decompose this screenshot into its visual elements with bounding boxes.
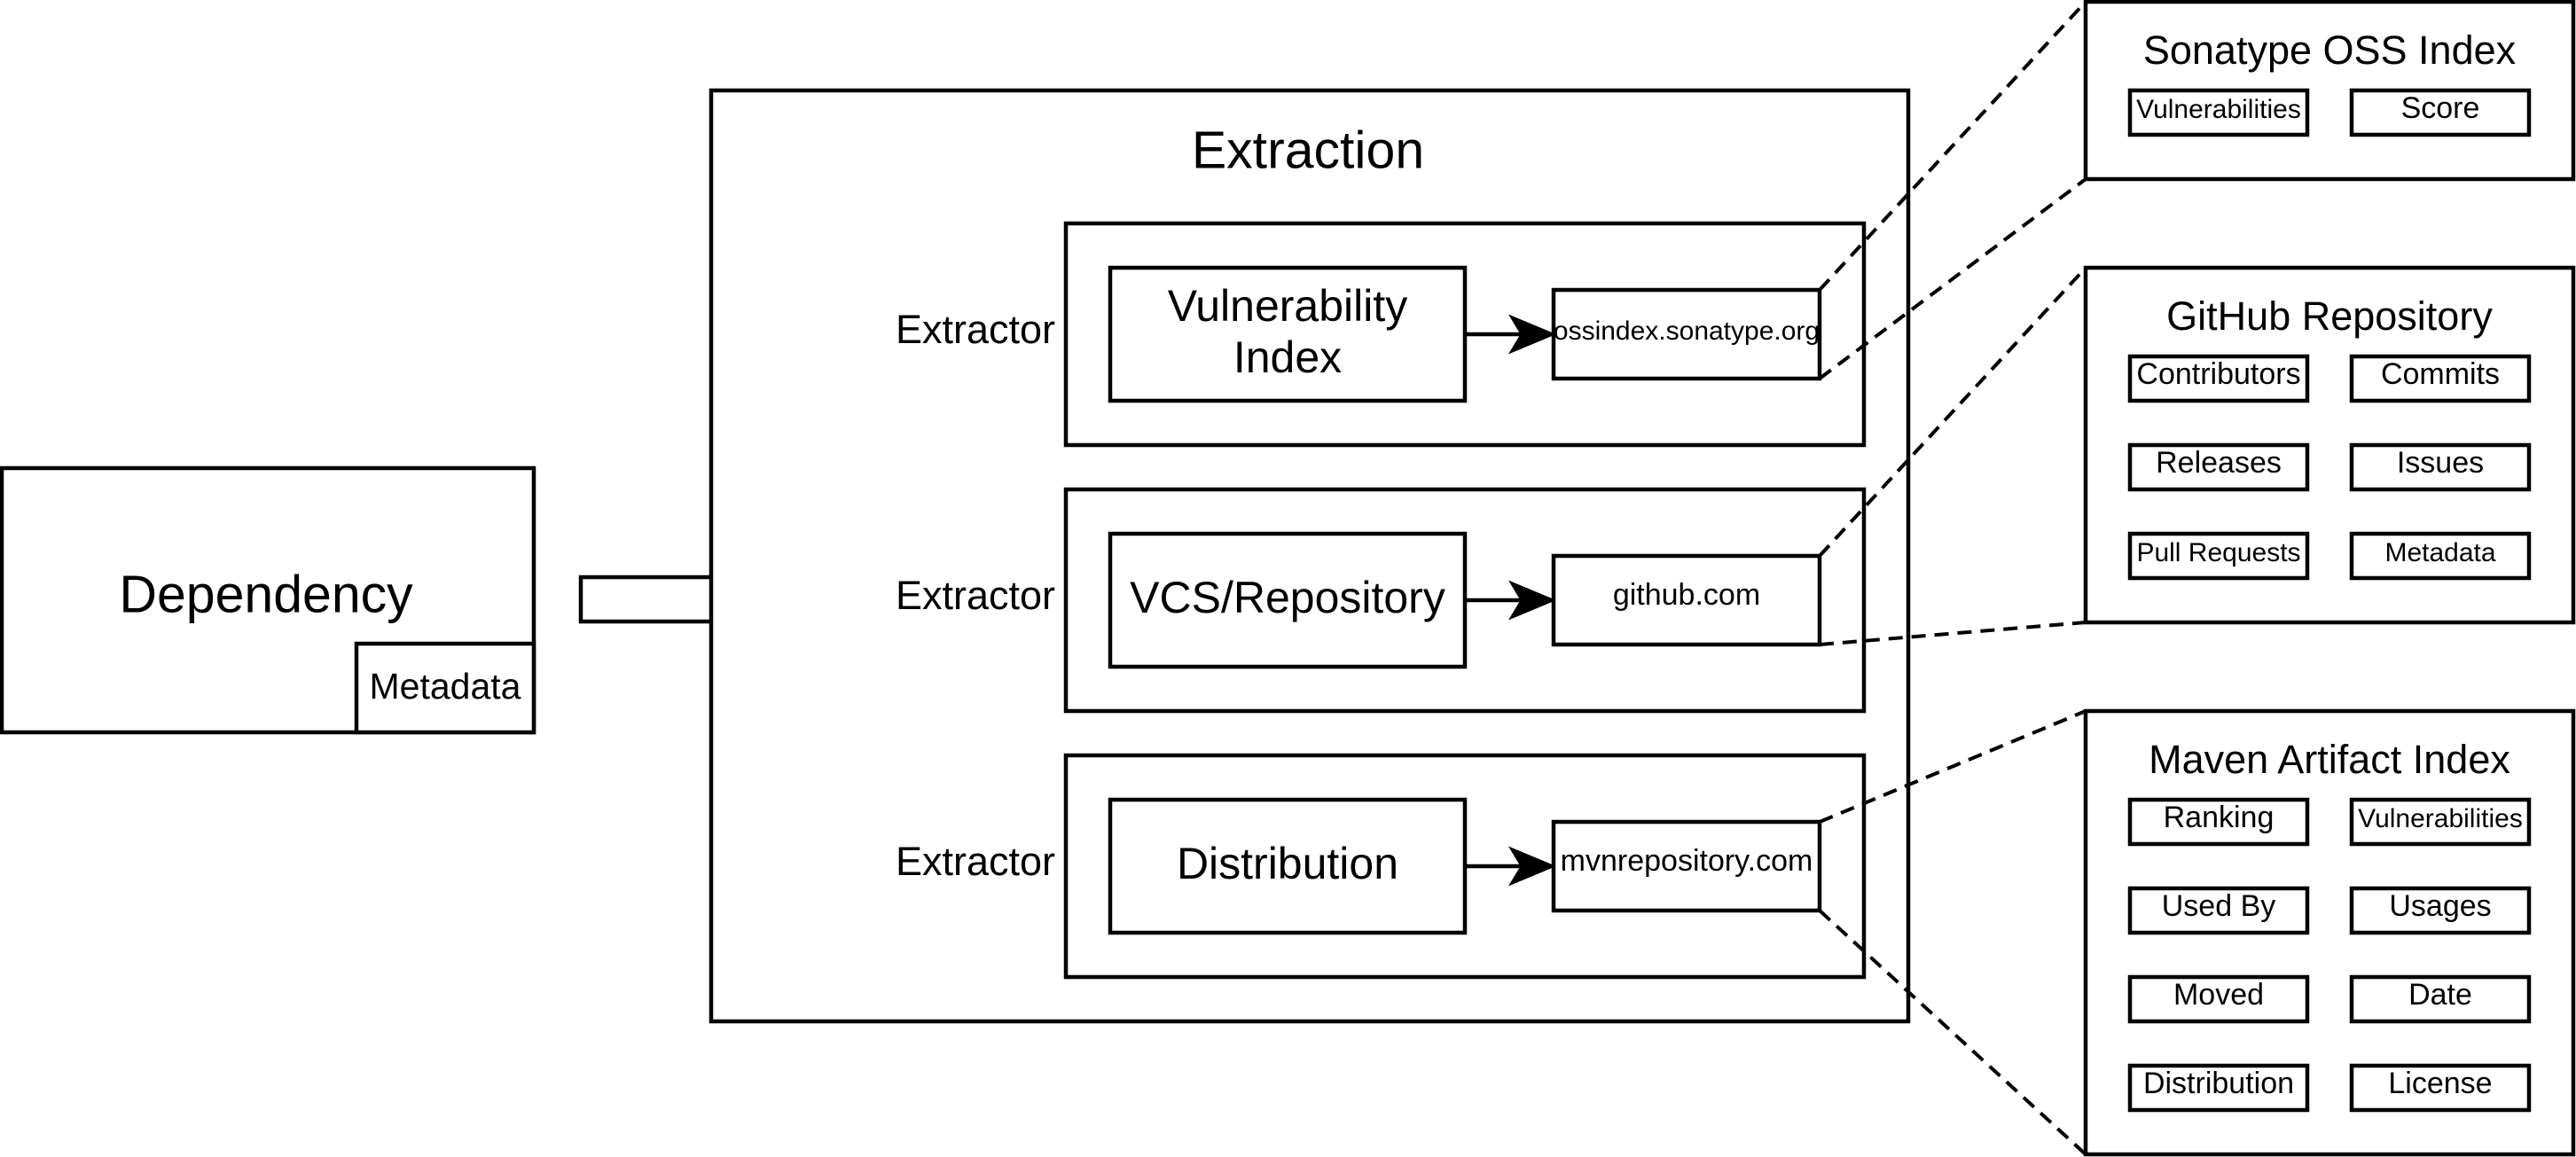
field-box <box>2349 88 2532 137</box>
field-box <box>2127 354 2310 403</box>
extractor-name-line: Index <box>1233 332 1342 382</box>
field-box <box>2127 88 2310 137</box>
field-box <box>2127 797 2310 847</box>
field-box <box>2127 1063 2310 1113</box>
field-box <box>2127 531 2310 581</box>
field-box <box>2349 797 2532 847</box>
field-label: Moved <box>2173 978 2264 1012</box>
field-label: Commits <box>2381 357 2500 391</box>
extractor-name-line: Distribution <box>1177 839 1398 888</box>
source-panel-title: Maven Artifact Index <box>2149 737 2510 782</box>
extractor-label: Extractor <box>896 307 1055 352</box>
source-panel-title: GitHub Repository <box>2166 293 2493 339</box>
extractor-distribution: Extractor Distribution mvnrepository.com <box>896 753 1867 980</box>
field-label: Issues <box>2397 446 2484 480</box>
source-panel-title: Sonatype OSS Index <box>2143 27 2517 73</box>
connector-line <box>1818 266 2087 558</box>
field-label: Usages <box>2389 889 2491 923</box>
field-label: Pull Requests <box>2136 538 2300 567</box>
extractor-name-box <box>1108 797 1468 935</box>
field-box <box>2349 354 2532 403</box>
field-label: Releases <box>2156 446 2282 480</box>
extractor-source-box <box>1551 553 1822 647</box>
field-box <box>2349 1063 2532 1113</box>
connector-line <box>1818 177 2087 380</box>
field-label: Vulnerabilities <box>2358 804 2523 833</box>
field-label: Distribution <box>2143 1067 2294 1100</box>
extractor-label: Extractor <box>896 573 1055 618</box>
field-label: Vulnerabilities <box>2136 95 2301 124</box>
field-box <box>2349 442 2532 492</box>
extractor-name-box <box>1108 531 1468 669</box>
field-label: Contributors <box>2136 357 2300 391</box>
dependency-metadata-box <box>354 641 536 735</box>
field-box <box>2349 531 2532 581</box>
extractor-source-label: mvnrepository.com <box>1561 844 1813 878</box>
extractor-name-line: Vulnerability <box>1168 281 1408 331</box>
field-box <box>2127 974 2310 1024</box>
field-label: License <box>2388 1067 2492 1100</box>
field-box <box>2127 886 2310 935</box>
extractor-source-box <box>1551 287 1822 381</box>
dependency-node: Dependency Metadata <box>0 465 536 735</box>
field-label: Metadata <box>2384 538 2495 567</box>
field-label: Score <box>2401 91 2480 125</box>
extractor-vulnerability-index: Extractor Vulnerability Index ossindex.s… <box>896 221 1867 448</box>
connector-line <box>1819 709 2087 824</box>
field-box <box>2349 974 2532 1024</box>
field-box <box>2349 886 2532 935</box>
source-panel-github: GitHub Repository Contributors Commits R… <box>2083 265 2576 625</box>
field-label: Used By <box>2162 889 2276 923</box>
extractor-name-line: VCS/Repository <box>1130 573 1445 622</box>
field-label: Date <box>2408 978 2472 1012</box>
connector-line <box>1818 0 2087 292</box>
extractor-source-label: github.com <box>1613 578 1760 612</box>
connector-line <box>1818 909 2087 1156</box>
extractor-source-box <box>1551 819 1822 913</box>
dashed-connectors <box>1818 0 2087 1156</box>
field-label: Ranking <box>2164 801 2275 834</box>
source-panel-maven: Maven Artifact Index Ranking Vulnerabili… <box>2083 708 2576 1157</box>
dependency-metadata-label: Metadata <box>370 666 521 707</box>
source-panel-sonatype: Sonatype OSS Index Vulnerabilities Score <box>2083 0 2576 182</box>
extraction-title: Extraction <box>1192 121 1424 180</box>
dependency-label: Dependency <box>119 566 413 624</box>
field-box <box>2127 442 2310 492</box>
extractor-vcs-repository: Extractor VCS/Repository github.com <box>896 487 1867 714</box>
extractor-label: Extractor <box>896 839 1055 884</box>
extractor-source-label: ossindex.sonatype.org <box>1554 317 1820 346</box>
